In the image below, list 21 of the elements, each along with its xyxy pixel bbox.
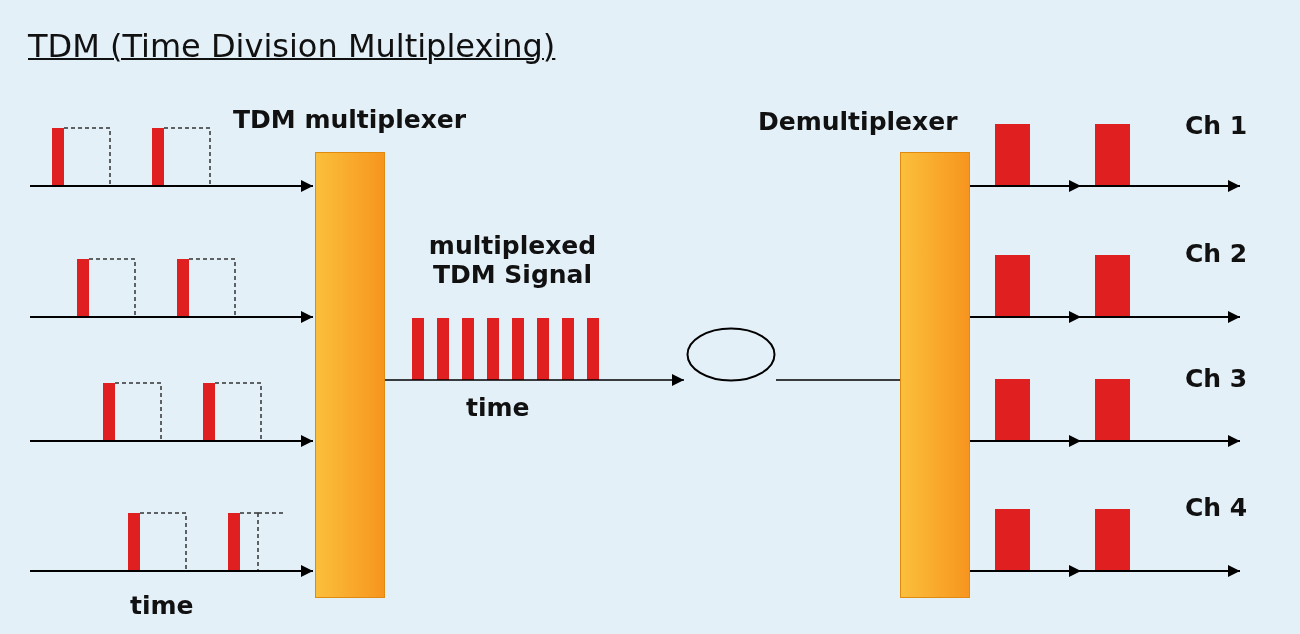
channel-label: Ch 2 [1185,240,1248,269]
arrow [969,435,1241,447]
arrow [384,374,685,386]
arrow [29,180,314,192]
arrow [969,311,1241,323]
axis-label: time [130,592,194,621]
channel-label: Ch 4 [1185,494,1248,523]
block-label: TDM multiplexer [233,106,467,135]
arrow [969,565,1241,577]
channel-label: Ch 1 [1185,112,1248,141]
line [775,379,901,381]
arrow [29,311,314,323]
arrow [29,565,314,577]
axis-label: time [466,394,530,423]
channel-label: Ch 3 [1185,365,1248,394]
arrow [29,435,314,447]
fiber-loop-icon [686,327,776,382]
signal-label: multiplexed TDM Signal [427,232,598,290]
arrow [969,180,1241,192]
diagram-title: TDM (Time Division Multiplexing) [28,28,556,65]
block-label: Demultiplexer [758,108,958,137]
